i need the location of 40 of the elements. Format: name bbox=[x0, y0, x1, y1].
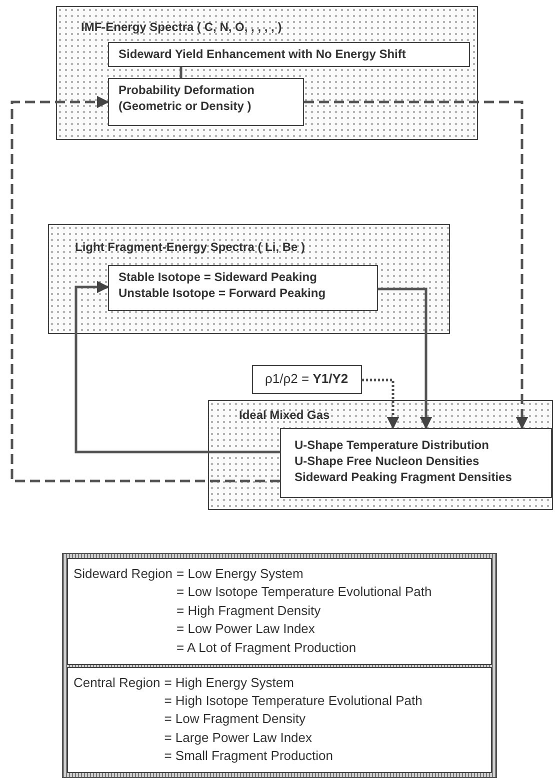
connector-line bbox=[180, 67, 182, 78]
arrow bbox=[74, 280, 280, 454]
process-box bbox=[280, 428, 552, 498]
box-text: Probability Deformation (Geometric or Density ) bbox=[118, 82, 256, 114]
panel-heading: Ideal Mixed Gas bbox=[239, 407, 330, 423]
property-text: = High Isotope Temperature Evolutional Path bbox=[164, 692, 422, 710]
arrow bbox=[10, 96, 280, 482]
process-box bbox=[252, 365, 362, 394]
arrow bbox=[378, 288, 432, 430]
region-panel bbox=[66, 666, 492, 772]
arrow bbox=[362, 378, 400, 430]
box-text: Sideward Peaking Fragment Densities bbox=[294, 468, 513, 484]
property-text: = A Lot of Fragment Production bbox=[176, 638, 358, 657]
property-text: = Low Isotope Temperature Evolutional Path bbox=[176, 583, 432, 602]
group-panel bbox=[208, 400, 553, 510]
frame-box bbox=[62, 553, 497, 778]
property-text: = Low Energy System bbox=[176, 564, 304, 583]
box-text: U-Shape Free Nucleon Densities bbox=[294, 452, 480, 468]
group-panel bbox=[48, 224, 450, 334]
box-text: ρ1/ρ2 = Y1/Y2 bbox=[265, 371, 349, 387]
box-text: U-Shape Temperature Distribution bbox=[294, 436, 490, 452]
process-box bbox=[108, 78, 304, 126]
box-text: Unstable Isotope = Forward Peaking bbox=[118, 284, 327, 300]
panel-heading: IMF-Energy Spectra ( C, N, O, , , , , ) bbox=[81, 19, 282, 35]
property-text: = Low Fragment Density bbox=[164, 710, 306, 728]
property-text: = High Fragment Density bbox=[176, 602, 322, 620]
arrow bbox=[304, 100, 528, 430]
property-text: = Low Power Law Index bbox=[176, 620, 316, 638]
region-name: Central Region bbox=[74, 674, 160, 692]
property-text: = High Energy System bbox=[164, 674, 295, 692]
region-panel bbox=[66, 558, 492, 664]
group-panel bbox=[56, 6, 478, 140]
property-text: = Small Fragment Production bbox=[164, 747, 334, 766]
box-text: Stable Isotope = Sideward Peaking bbox=[118, 268, 318, 284]
region-name: Sideward Region bbox=[74, 564, 173, 583]
process-box bbox=[108, 264, 378, 310]
process-box bbox=[108, 42, 470, 66]
panel-heading: Light Fragment-Energy Spectra ( Li, Be ) bbox=[75, 239, 306, 255]
box-text: Sideward Yield Enhancement with No Energy Shift bbox=[118, 46, 407, 62]
property-text: = Large Power Law Index bbox=[164, 728, 314, 747]
